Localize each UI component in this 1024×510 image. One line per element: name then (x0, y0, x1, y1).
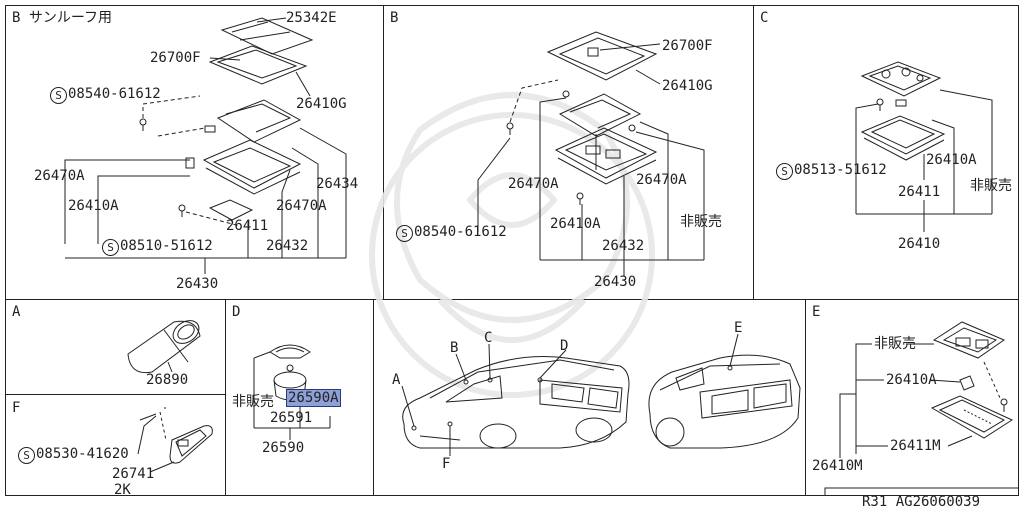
car-pointer-a: A (392, 372, 401, 388)
d-part-26590a: 26590A (286, 389, 341, 407)
b-sunroof-part-26434: 26434 (316, 176, 359, 192)
b-sunroof-part-26411: 26411 (226, 218, 269, 234)
car-pointer-d: D (560, 338, 569, 354)
f-drawing (137, 407, 213, 473)
diagram-reference: R31 AG26060039 (862, 494, 981, 510)
c-part-26410: 26410 (898, 236, 941, 252)
b-sunroof-part-26700f: 26700F (150, 50, 201, 66)
b-sunroof-part-26410a: 26410A (68, 198, 119, 214)
b-title: B (390, 10, 399, 26)
e-part-26411m: 26411M (890, 438, 941, 454)
b-sunroof-part-25342e: 25342E (286, 10, 337, 26)
c-part-26411: 26411 (898, 184, 941, 200)
s-symbol: S (102, 239, 119, 256)
b-sunroof-part-26410g: 26410G (296, 96, 347, 112)
b-part-26432: 26432 (602, 238, 645, 254)
highlight-box: 26590A (286, 389, 341, 407)
car-pointer-f: F (442, 456, 451, 472)
b-sunroof-part-26470a-left: 26470A (34, 168, 85, 184)
f-part-2k: 2K (114, 482, 131, 498)
b-sunroof-part-26470a-right: 26470A (276, 198, 327, 214)
e-title: E (812, 304, 821, 320)
b-part-26700f: 26700F (662, 38, 713, 54)
f-title: F (12, 400, 21, 416)
d-part-26590: 26590 (262, 440, 305, 456)
b-part-26470a-right: 26470A (636, 172, 687, 188)
e-drawing (839, 321, 1014, 458)
b-sunroof-part-26432: 26432 (266, 238, 309, 254)
car-pointer-c: C (484, 330, 493, 346)
s-symbol: S (50, 87, 67, 104)
b-sunroof-title: B サンルーフ用 (12, 10, 113, 26)
c-title: C (760, 10, 769, 26)
b-part-26410g: 26410G (662, 78, 713, 94)
footer-tab (824, 487, 1019, 496)
d-drawing (253, 344, 331, 440)
car-drawing (401, 333, 801, 456)
d-not-for-sale: 非販売 (232, 394, 274, 410)
b-part-26430: 26430 (594, 274, 637, 290)
s-symbol: S (18, 447, 35, 464)
b-sunroof-drawing (64, 17, 347, 274)
b-not-for-sale: 非販売 (680, 214, 722, 230)
c-not-for-sale: 非販売 (970, 178, 1012, 194)
d-title: D (232, 304, 241, 320)
b-drawing (477, 31, 705, 276)
b-part-26470a-left: 26470A (508, 176, 559, 192)
c-part-26410a: 26410A (926, 152, 977, 168)
s-symbol: S (396, 225, 413, 242)
e-part-26410a: 26410A (886, 372, 937, 388)
b-sunroof-part-26430: 26430 (176, 276, 219, 292)
car-pointer-b: B (450, 340, 459, 356)
a-drawing (127, 320, 201, 374)
a-part-26890: 26890 (146, 372, 189, 388)
b-part-26410a: 26410A (550, 216, 601, 232)
e-not-for-sale: 非販売 (874, 336, 916, 352)
c-drawing (855, 61, 993, 232)
car-pointer-e: E (734, 320, 743, 336)
s-symbol: S (776, 163, 793, 180)
f-part-26741: 26741 (112, 466, 155, 482)
diagram-frame (5, 5, 1019, 496)
e-part-26410m: 26410M (812, 458, 863, 474)
a-title: A (12, 304, 21, 320)
d-part-26591: 26591 (270, 410, 313, 426)
